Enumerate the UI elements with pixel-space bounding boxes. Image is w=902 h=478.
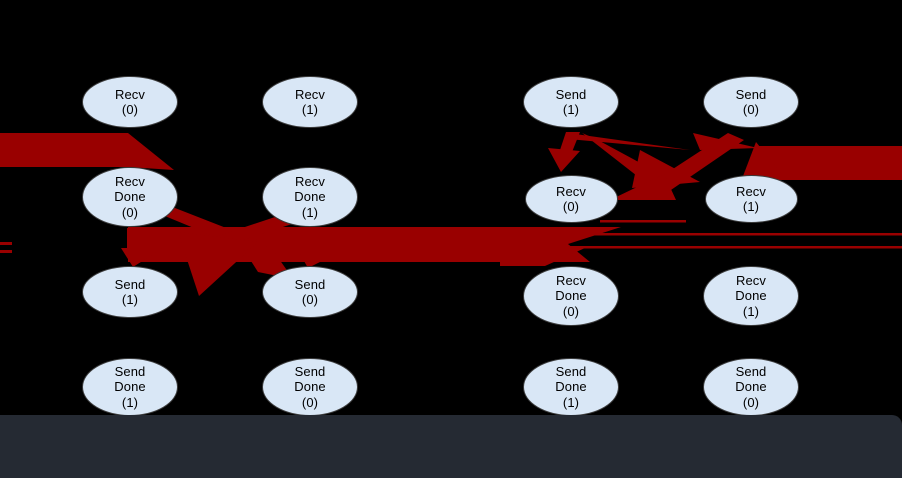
arrow-head-r0-right [610, 174, 676, 200]
node-recv-done-0-r3c3: Recv Done (0) [523, 266, 619, 326]
arrow-left-edge-sliver-1 [0, 242, 12, 245]
arrow-thin-line-1 [560, 233, 902, 236]
arrow-right-band-taper [693, 133, 758, 150]
node-send-done-0-r4c2: Send Done (0) [262, 358, 358, 416]
arrow-right-band [758, 146, 902, 180]
arrow-thin-line-3 [600, 220, 686, 223]
arrow-top-steps-right [568, 133, 690, 150]
arrow-thin-line-2 [560, 246, 902, 249]
arrow-big-triangle [178, 232, 258, 296]
node-send-done-0-r4c4: Send Done (0) [703, 358, 799, 416]
arrow-head-send1 [121, 248, 163, 267]
arrow-vert-above-send1 [127, 228, 163, 250]
node-recv-0-r2c3: Recv (0) [524, 175, 618, 223]
arrow-left-band [0, 133, 128, 167]
arrow-left-edge-sliver-2 [0, 250, 12, 253]
arrow-head-r0 [548, 148, 580, 172]
node-recv-1-r2c4: Recv (1) [704, 175, 798, 223]
node-send-1-r3c1: Send (1) [82, 266, 178, 318]
arrow-head-r1 [740, 142, 782, 184]
node-send-done-1-r4c1: Send Done (1) [82, 358, 178, 416]
node-send-1-r1c3: Send (1) [523, 76, 619, 128]
node-send-done-1-r4c3: Send Done (1) [523, 358, 619, 416]
node-send-0-r1c4: Send (0) [703, 76, 799, 128]
arrow-head-send0-vert [300, 254, 332, 268]
arrow-vert-above-send0 [306, 230, 332, 256]
node-recv-done-0-r2c1: Recv Done (0) [82, 167, 178, 227]
node-recv-1-r1c2: Recv (1) [262, 76, 358, 128]
bottom-bar [0, 415, 902, 478]
node-recv-done-1-r3c4: Recv Done (1) [703, 266, 799, 326]
node-recv-0-r1c1: Recv (0) [82, 76, 178, 128]
arrow-middle-band-lower-wedge [500, 248, 585, 266]
red-arrows [0, 132, 902, 296]
node-recv-done-1-r2c2: Recv Done (1) [262, 167, 358, 227]
node-send-0-r3c2: Send (0) [262, 266, 358, 318]
arrow-left-band-taper [128, 133, 174, 170]
